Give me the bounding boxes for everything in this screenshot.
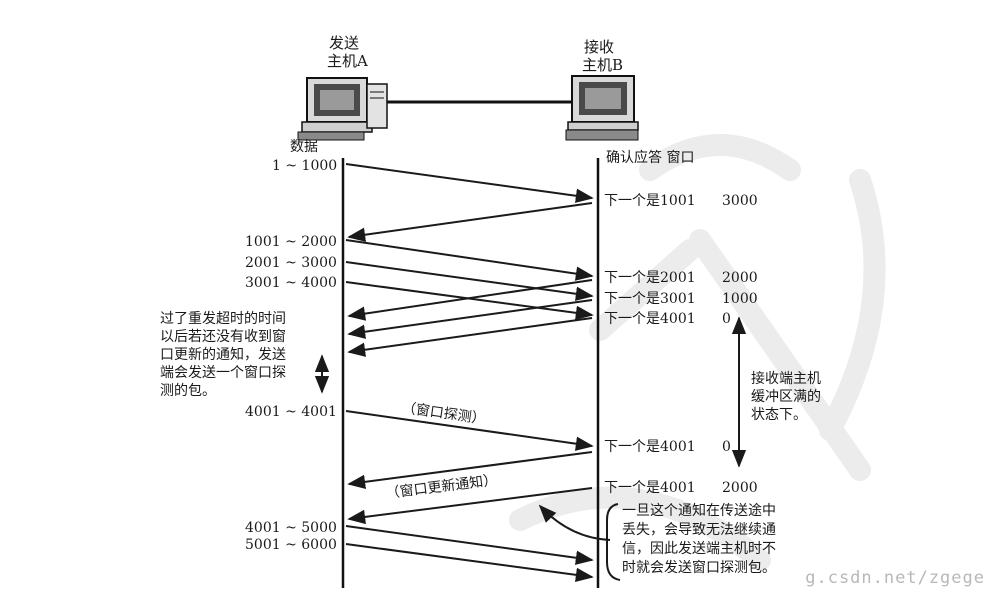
data-range-label: 2001 ~ 3000 — [245, 255, 337, 271]
data-range-label: 4001 ~ 5000 — [245, 520, 337, 536]
window-value: 2000 — [722, 270, 758, 286]
receiver-host-label: 接收 主机B — [582, 38, 624, 74]
data-range-label: 1 ~ 1000 — [272, 158, 338, 174]
arrow-data-5001-6000 — [345, 543, 594, 582]
arrow-ack-4001-b — [347, 451, 593, 490]
arrow-ack-4001-a — [347, 317, 593, 357]
arrow-data-4001-5000 — [345, 525, 594, 565]
lost-note-bracket — [606, 503, 621, 581]
buffer-full-note: 接收端主机 缓冲区满的 状态下。 — [751, 371, 821, 423]
arrow-window-update — [347, 487, 593, 525]
arrow-data-1001-2000 — [345, 239, 594, 281]
arrow-ack-1001 — [347, 202, 593, 242]
receiver-column-header: 确认应答 窗口 — [606, 150, 695, 166]
lost-notification-note: 一旦这个通知在传送途中 丢失，会导致无法继续通 信，因此发送端主机时不 时就会发… — [622, 503, 776, 576]
window-value: 3000 — [722, 193, 758, 209]
sender-computer-icon — [297, 77, 388, 141]
data-range-label: 1001 ~ 2000 — [245, 234, 337, 250]
ack-label: 下一个是2001 — [604, 270, 696, 286]
sender-host-label: 发送 主机A — [327, 34, 368, 70]
data-range-label: 4001 ~ 4001 — [245, 404, 337, 420]
arrow-data-1-1000 — [345, 163, 594, 203]
timeout-note: 过了重发超时的时间 以后若还没有收到窗 口更新的通知，发送 端会发送一个窗口探 … — [160, 311, 286, 399]
data-range-label: 5001 ~ 6000 — [245, 537, 337, 553]
window-value: 0 — [722, 311, 731, 327]
ack-label: 下一个是3001 — [604, 291, 696, 307]
ack-label: 下一个是4001 — [604, 311, 696, 327]
receiver-computer-icon — [565, 75, 639, 141]
window-value: 2000 — [722, 480, 758, 496]
window-value: 0 — [722, 439, 731, 455]
arrow-window-probe — [345, 410, 594, 451]
ack-label: 下一个是1001 — [604, 193, 696, 209]
arrow-ack-2001 — [347, 279, 593, 321]
background-watermark-strokes — [509, 134, 886, 571]
ack-label: 下一个是4001 — [604, 439, 696, 455]
data-column-header: 数据 — [290, 139, 318, 155]
window-value: 1000 — [722, 291, 758, 307]
data-range-label: 3001 ~ 4000 — [245, 275, 337, 291]
ack-label: 下一个是4001 — [604, 480, 696, 496]
arrow-ack-3001 — [347, 299, 593, 339]
lost-note-pointer — [538, 504, 611, 541]
watermark-text: g.csdn.net/zgege — [805, 568, 985, 588]
arrow-data-2001-3000 — [345, 261, 594, 301]
